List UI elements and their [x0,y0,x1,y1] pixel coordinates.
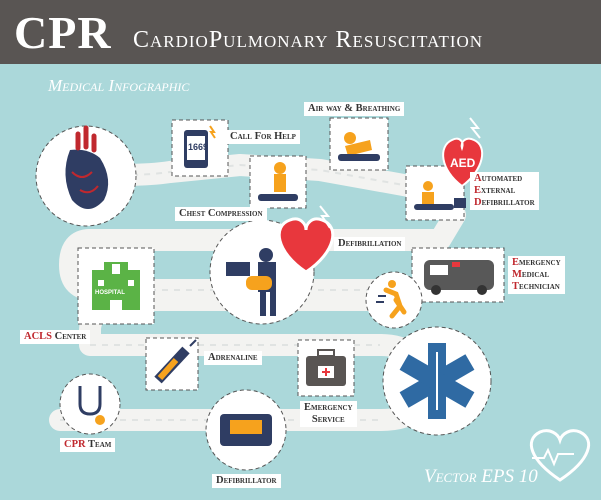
page-title: CPR [14,7,112,58]
medical-kit-icon [297,339,355,397]
ambulance-icon [411,247,505,303]
phone-number: 1669 [188,142,209,152]
chest-compression-icon [249,155,307,209]
running-emt-icon [365,271,423,329]
aed-badge: AED [450,156,476,170]
defibrillator-device-icon [205,389,287,471]
label-emergency-service: Emergency Service [300,401,357,427]
label-defibrillator: Defibrillator [212,474,281,488]
hospital-icon [77,247,155,325]
heartbeat-heart-icon [529,429,591,482]
label-aed: Automated External Defibrillator [470,172,539,210]
star-of-life-icon [382,326,492,436]
hospital-sign: HOSPITAL [95,290,125,296]
label-adrenaline: Adrenaline [204,351,262,365]
label-defibrillation: Defibrillation [334,237,406,251]
defibrillation-heart-icon [277,205,335,274]
label-emt: Emergency Medical Technician [508,256,565,294]
syringe-icon [145,337,199,391]
aed-icon [405,165,466,221]
footer-caption: Vector EPS 10 [424,466,538,487]
label-call-for-help: Call For Help [226,130,300,144]
label-chest-compression: Chest Compression [175,207,267,221]
airway-breathing-icon [329,117,389,171]
label-cpr-team: CPR Team [60,438,116,452]
stethoscope-icon [59,373,121,435]
header-bar: CPR CardioPulmonary Resuscitation [0,0,601,64]
phone-icon [171,119,229,177]
label-acls-center: ACLS Center [20,330,91,344]
subheading: Medical Infographic [48,76,190,95]
page-subtitle: CardioPulmonary Resuscitation [133,27,484,53]
anatomical-heart-icon [35,125,137,227]
label-airway-breathing: Air way & Breathing [304,102,405,116]
